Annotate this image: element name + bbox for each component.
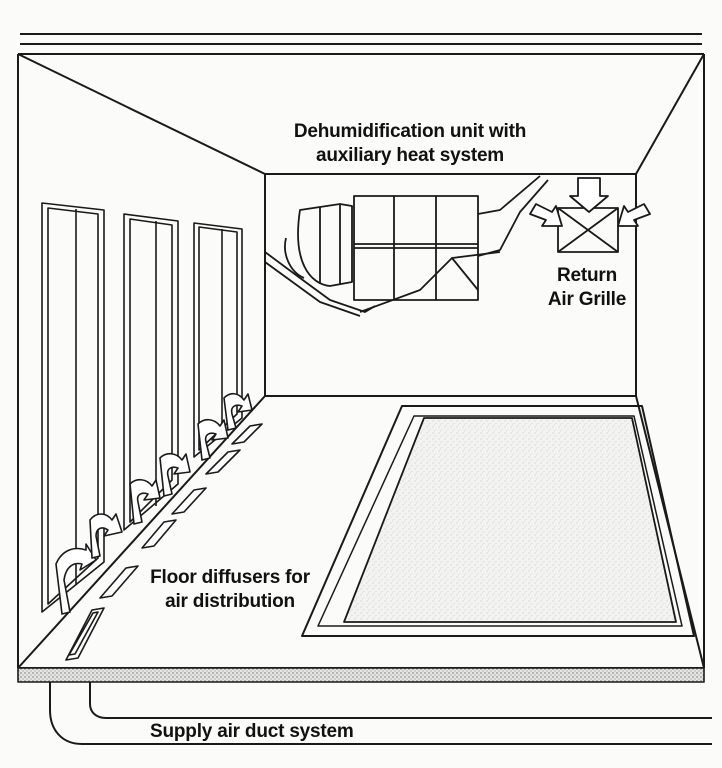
floor-diffusers-label: Floor diffusers for air distribution: [140, 566, 320, 614]
return-air-grille: [529, 177, 651, 253]
return-label-line1: Return: [556, 265, 618, 286]
return-air-grille-label: Return Air Grille: [532, 264, 642, 312]
left-wall-windows: [41, 202, 243, 613]
supply-air-duct: [49, 682, 712, 745]
dehumidification-unit: [264, 175, 549, 317]
dehumidifier-label: Dehumidification unit with auxiliary hea…: [270, 120, 550, 168]
floor-slab: [17, 667, 705, 683]
floor-diffusers: [65, 423, 263, 661]
dehumidifier-label-line1: Dehumidification unit with: [293, 121, 527, 142]
floor-label-line2: air distribution: [165, 591, 295, 612]
supply-duct-label: Supply air duct system: [150, 721, 354, 742]
pool: [301, 405, 695, 637]
ceiling-beam: [18, 33, 704, 55]
return-label-line2: Air Grille: [547, 289, 627, 310]
airflow-arrows: [55, 392, 253, 615]
dehumidifier-label-line2: auxiliary heat system: [315, 145, 505, 166]
floor-label-line1: Floor diffusers for: [150, 567, 310, 588]
